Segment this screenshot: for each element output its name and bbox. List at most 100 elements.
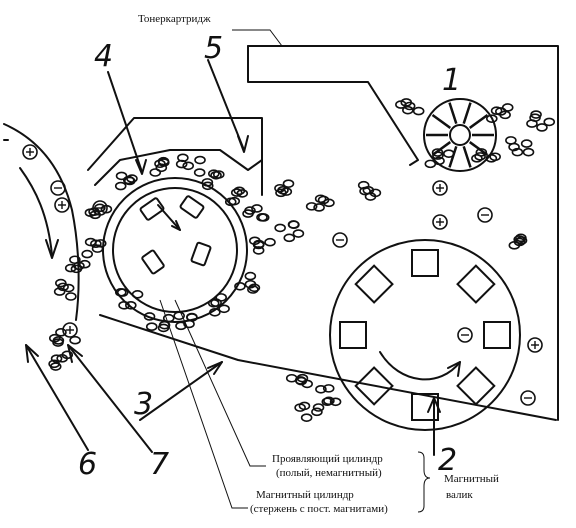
toner-particle [501,103,514,112]
drum-rotation-arrow [19,167,59,259]
charged-particle [332,232,348,248]
toner-particle [126,174,138,183]
roller-magnet [456,264,496,304]
caption-magnetic-cylinder-2: (стержень с пост. магнитами) [250,503,388,515]
toner-particle [201,178,214,187]
toner-cartridge-housing [247,45,559,421]
label-number-1: 1 [442,63,461,98]
roller-magnet [354,264,394,304]
charged-particle [50,180,66,196]
toner-particle [400,98,413,107]
label-number-7: 7 [150,447,169,482]
toner-particle [69,335,81,345]
toner-particle [64,263,77,273]
label-number-3: 3 [134,387,153,422]
toner-particle [143,312,156,321]
charged-particle [520,390,536,406]
toner-particle [499,110,511,120]
toner-particle [57,282,69,292]
toner-particle [69,255,81,265]
toner-particle [50,354,63,363]
toner-particle [323,198,335,208]
wheel-spoke [431,114,452,129]
toner-particle [359,186,371,196]
toner-particle [244,271,257,281]
toner-particle [515,236,528,245]
toner-particle [402,105,414,115]
toner-particle [294,403,306,412]
toner-particle [305,202,318,211]
roller-magnet [456,366,496,406]
toner-particle [236,189,249,198]
label-number-5: 5 [204,31,223,66]
toner-particle [247,285,259,294]
charged-particle [62,322,78,338]
toner-particle [208,169,220,179]
roller-magnet [354,366,394,406]
toner-particle [274,223,286,233]
toner-particle [78,259,91,269]
toner-particle [175,159,188,169]
toner-particle [162,313,175,323]
toner-particle [145,322,158,331]
stirring-wheel [423,98,497,172]
roller-magnet [483,321,511,349]
toner-particle [312,403,325,412]
toner-particle [505,136,517,145]
wheel-spoke [431,141,452,156]
toner-particle [207,298,220,308]
toner-particle [292,229,305,238]
toner-particle [228,196,241,206]
label-number-4: 4 [94,39,113,74]
toner-particle [364,192,377,201]
caption-developing-cylinder-2: (полый, немагнитный) [276,467,382,479]
toner-particle [300,413,313,422]
wheel-spoke [448,102,458,124]
leader-lines [25,29,441,509]
toner-particle [88,207,100,217]
toner-particle [157,158,170,167]
toner-particle [322,384,335,393]
toner-particle [209,308,221,317]
toner-particle [485,114,498,123]
toner-particle [94,239,107,248]
toner-particle [49,362,62,371]
toner-particle [475,148,488,157]
toner-particle [489,152,501,162]
wheel-spoke [448,146,458,168]
toner-particle [52,338,64,347]
toner-particle [114,288,127,297]
toner-particle [251,204,263,213]
toner-particle [288,220,300,229]
toner-particle [230,188,243,197]
toner-particle [194,155,206,165]
toner-particle [536,123,548,132]
toner-particle [474,152,486,161]
toner-particle [256,213,268,222]
toner-particle [313,203,325,212]
wheel-spoke [462,102,472,124]
toner-particle [91,244,104,253]
toner-particle [543,117,556,127]
toner-particle [114,181,127,191]
toner-particle [315,384,327,394]
toner-particle [55,328,67,337]
toner-particle [412,106,425,116]
caption-toner-cartridge: Тонеркартридж [138,13,211,25]
toner-particle [125,300,137,310]
toner-particle [48,333,61,343]
toner-particle [508,241,521,250]
toner-particle [62,283,75,293]
toner-particle [522,147,535,157]
toner-particle [115,171,128,181]
charged-particle [432,180,448,196]
magnetic-cylinder [112,187,238,313]
toner-particle [61,350,74,360]
magnetic-roller [329,239,521,431]
charged-particle [54,197,70,213]
charged-particle [477,207,493,223]
toner-particle [81,249,93,259]
toner-particle [53,287,66,296]
